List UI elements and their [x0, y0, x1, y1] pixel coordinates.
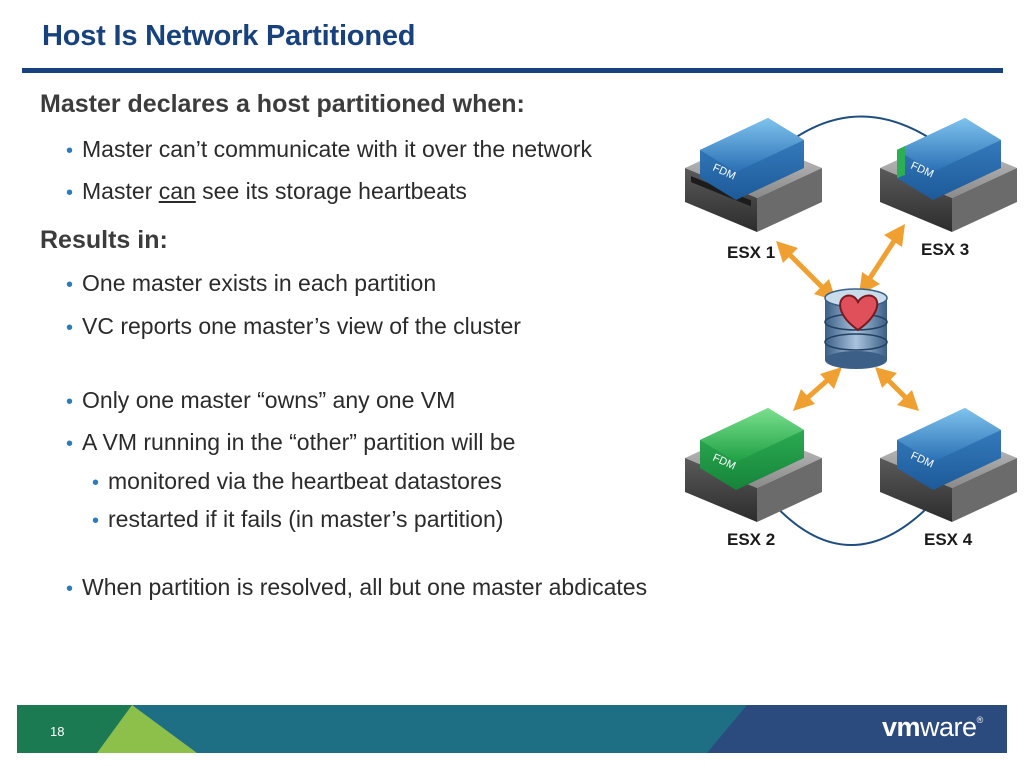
host-label-esx3: ESX 3 [921, 240, 969, 259]
footer-band [17, 705, 1007, 753]
heartbeat-arrow-esx2 [793, 367, 842, 411]
bullet-text: VC reports one master’s view of the clus… [82, 313, 521, 339]
page-number: 18 [50, 724, 65, 739]
bullet-results-4: • A VM running in the “other” partition w… [66, 429, 515, 456]
host-label-esx1: ESX 1 [727, 243, 775, 262]
slide-title: Host Is Network Partitioned [42, 20, 416, 52]
heartbeat-arrow-esx1 [776, 241, 836, 301]
host-label-esx2: ESX 2 [727, 530, 775, 549]
server-esx1: FDM [685, 118, 822, 232]
heart-datastore-icon [824, 288, 888, 369]
bullet-text: One master exists in each partition [82, 270, 437, 296]
vmware-logo: vmware® [882, 712, 983, 743]
bullet-dot: • [66, 274, 74, 296]
bullet-text: see its storage heartbeats [195, 178, 467, 204]
bullet-dot: • [66, 140, 74, 162]
bullet-dot: • [92, 472, 100, 494]
bullet-dot: • [66, 391, 74, 413]
bullet-dot: • [66, 182, 74, 204]
bullet-text: A VM running in the “other” partition wi… [82, 429, 516, 455]
bullet-dot: • [66, 317, 74, 339]
logo-registered-mark: ® [976, 715, 984, 725]
bullet-results-4a: • monitored via the heartbeat datastores [92, 468, 502, 495]
bullet-declares-1: • Master can’t communicate with it over t… [66, 136, 592, 163]
host-label-esx4: ESX 4 [924, 530, 973, 549]
heart-icon [839, 294, 879, 332]
bullet-dot: • [66, 433, 74, 455]
bullet-text: Only one master “owns” any one VM [82, 387, 456, 413]
bullet-dot: • [66, 578, 74, 600]
bullet-results-1: • One master exists in each partition [66, 270, 436, 297]
bullet-dot: • [92, 510, 100, 532]
bullet-declares-2: • Master can see its storage heartbeats [66, 178, 467, 205]
network-link-top [784, 115, 941, 146]
declares-heading: Master declares a host partitioned when: [40, 90, 525, 118]
network-link-bottom [769, 499, 936, 546]
results-heading: Results in: [40, 226, 168, 254]
bullet-text: restarted if it fails (in master’s parti… [108, 506, 504, 532]
bullet-results-4b: • restarted if it fails (in master’s part… [92, 506, 503, 533]
bullet-results-3: • Only one master “owns” any one VM [66, 387, 455, 414]
server-esx2: FDM [685, 408, 822, 522]
bullet-results-2: • VC reports one master’s view of the clu… [66, 313, 521, 340]
bullet-text: monitored via the heartbeat datastores [108, 468, 502, 494]
bullet-results-5: • When partition is resolved, all but one… [66, 574, 647, 601]
bullet-text: Master [82, 178, 159, 204]
heartbeat-arrow-esx4 [875, 367, 919, 411]
title-rule [22, 68, 1003, 73]
server-esx3: FDM [880, 118, 1017, 232]
logo-bold-text: vm [882, 712, 921, 742]
heartbeat-arrow-esx3 [859, 224, 905, 295]
server-esx4: FDM [880, 408, 1017, 522]
bullet-text: When partition is resolved, all but one … [82, 574, 648, 600]
underlined-text: can [158, 178, 196, 204]
logo-rest-text: ware [920, 712, 977, 742]
bullet-text: Master can’t communicate with it over th… [82, 136, 593, 162]
